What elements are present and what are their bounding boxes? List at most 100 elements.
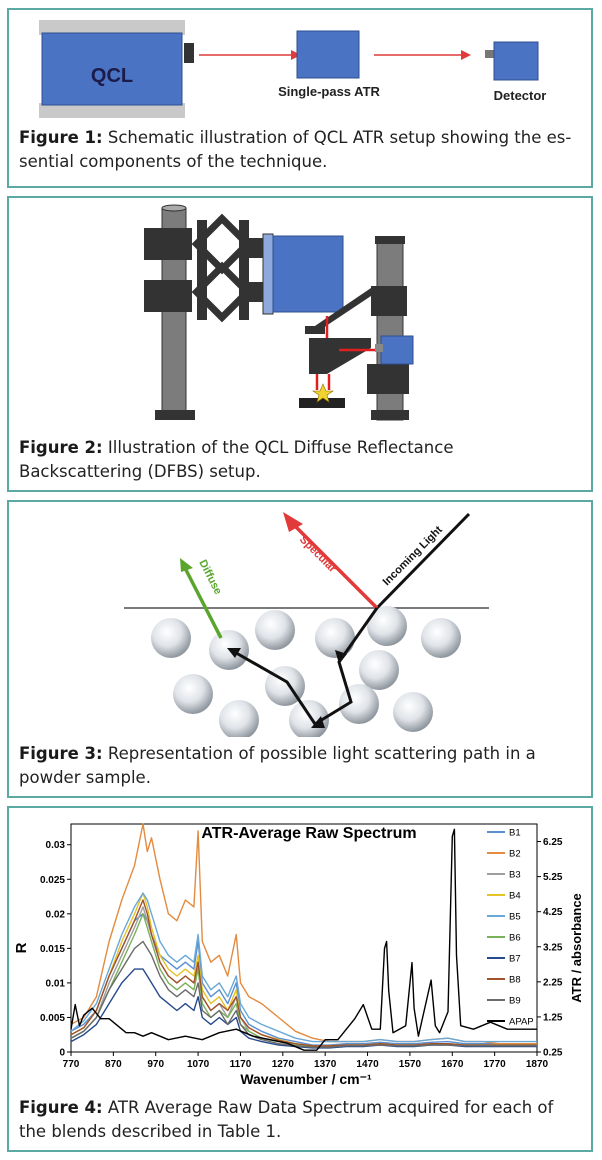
y-right-tick-label: 5.25 (543, 872, 563, 883)
figure-2-caption: Figure 2: Illustration of the QCL Diffus… (19, 436, 581, 484)
figure-2-illustration (144, 204, 414, 421)
scatter-path (230, 607, 379, 727)
laser-faceplate (262, 233, 274, 315)
y-tick-label: 0.005 (40, 1013, 65, 1024)
series-line-b3 (70, 906, 537, 1048)
legend-label-b5: B5 (509, 912, 521, 923)
series-line-b9 (70, 940, 537, 1048)
figure-3-caption-text: Representation of possible light scatter… (19, 744, 536, 787)
incoming-light-ray (375, 512, 471, 610)
arrow-head-2 (461, 50, 471, 60)
figure-1-caption-label: Figure 1: (19, 128, 103, 147)
y-tick-label: 0.015 (40, 944, 65, 955)
legend-label-b3: B3 (509, 870, 521, 881)
chart-title: ATR-Average Raw Spectrum (201, 825, 416, 842)
y-tick-label: 0.025 (40, 875, 65, 886)
right-post-base (371, 410, 409, 420)
powder-particles (151, 606, 461, 737)
specular-ray (289, 520, 379, 610)
x-tick-label: 1170 (230, 1059, 252, 1070)
figure-2-caption-label: Figure 2: (19, 438, 103, 457)
x-tick-label: 1570 (399, 1059, 422, 1070)
detector-unit (380, 335, 414, 365)
mount-bar-right (239, 220, 249, 320)
mount-arm-upper (249, 238, 263, 258)
particle (219, 700, 259, 737)
particle (315, 618, 355, 658)
legend-label-b2: B2 (509, 849, 521, 860)
y-right-tick-label: 0.25 (543, 1048, 563, 1059)
mount-arm-lower (249, 282, 263, 302)
figure-4-caption: Figure 4: ATR Average Raw Data Spectrum … (19, 1096, 581, 1144)
qcl-bottom-rail (39, 103, 185, 118)
sample-star-icon (312, 383, 334, 403)
y-tick-label: 0 (59, 1048, 65, 1059)
series-line-b8 (70, 899, 537, 1047)
detector-label: Detector (494, 88, 547, 103)
atr-label: Single-pass ATR (278, 84, 380, 99)
incoming-light-label: Incoming Light (381, 524, 445, 588)
y-axis-label: R (13, 942, 30, 953)
x-tick-label: 1770 (484, 1059, 507, 1070)
detector-window (375, 344, 383, 352)
right-post-cap (375, 236, 405, 244)
specular-arrow-head (283, 512, 303, 532)
legend-label-b6: B6 (509, 933, 521, 944)
figure-1-caption-text: Schematic illustration of QCL ATR setup … (19, 128, 572, 171)
arrow-head-1 (291, 50, 301, 60)
figure-3-panel: Diffuse Specular Incoming Light Figure 3… (7, 500, 593, 798)
series-line-b5 (70, 892, 537, 1043)
series-line-b1 (70, 913, 537, 1046)
x-tick-label: 1370 (314, 1059, 337, 1070)
particle (173, 674, 213, 714)
figure-3-caption-label: Figure 3: (19, 744, 103, 763)
figure-1-caption: Figure 1: Schematic illustration of QCL … (19, 126, 581, 174)
particle (421, 618, 461, 658)
y-tick-label: 0.03 (46, 840, 66, 851)
left-post-base (155, 410, 195, 420)
detector-port (485, 50, 494, 58)
scatter-arrow-1 (335, 650, 347, 664)
qcl-laser (272, 235, 344, 313)
series-layer (70, 823, 537, 1051)
y-right-tick-label: 3.25 (543, 942, 563, 953)
y-tick-label: 0.02 (46, 909, 66, 920)
x-tick-label: 970 (147, 1059, 164, 1070)
qcl-label: QCL (91, 65, 133, 87)
x-tick-label: 770 (63, 1059, 80, 1070)
sample-stage (299, 398, 345, 408)
scatter-arrow-3 (227, 648, 241, 658)
y-right-tick-label: 4.25 (543, 907, 563, 918)
diamond-mount-lower (191, 261, 253, 323)
figure-3-illustration: Diffuse Specular Incoming Light (124, 512, 489, 737)
diffuse-label: Diffuse (196, 558, 224, 597)
mount-bar-left (197, 220, 207, 320)
legend-label-b4: B4 (509, 891, 521, 902)
x-tick-label: 1870 (526, 1059, 549, 1070)
qcl-box (41, 32, 183, 106)
right-clamp-upper (371, 286, 407, 316)
x-axis-label: Wavenumber / cm⁻¹ (240, 1071, 372, 1087)
optic-arm (309, 288, 371, 332)
diamond-mount-upper (191, 213, 253, 275)
clamp-upper (144, 228, 192, 260)
legend-label-apap: APAP (509, 1017, 534, 1028)
figure-2-caption-text: Illustration of the QCL Diffuse Reflecta… (19, 438, 454, 481)
qcl-port (184, 43, 194, 63)
series-line-b2 (70, 823, 537, 1045)
figure-1-schematic: QCL Single-pass ATR Detector (39, 20, 547, 118)
qcl-top-rail (39, 20, 185, 35)
legend-label-b9: B9 (509, 996, 521, 1007)
atr-box (296, 30, 360, 79)
particle (367, 606, 407, 646)
particle (393, 692, 433, 732)
particle (359, 650, 399, 690)
y-right-tick-label: 1.25 (543, 1012, 563, 1023)
y-tick-label: 0.01 (46, 978, 66, 989)
figure-2-panel: Figure 2: Illustration of the QCL Diffus… (7, 196, 593, 492)
particle (151, 618, 191, 658)
